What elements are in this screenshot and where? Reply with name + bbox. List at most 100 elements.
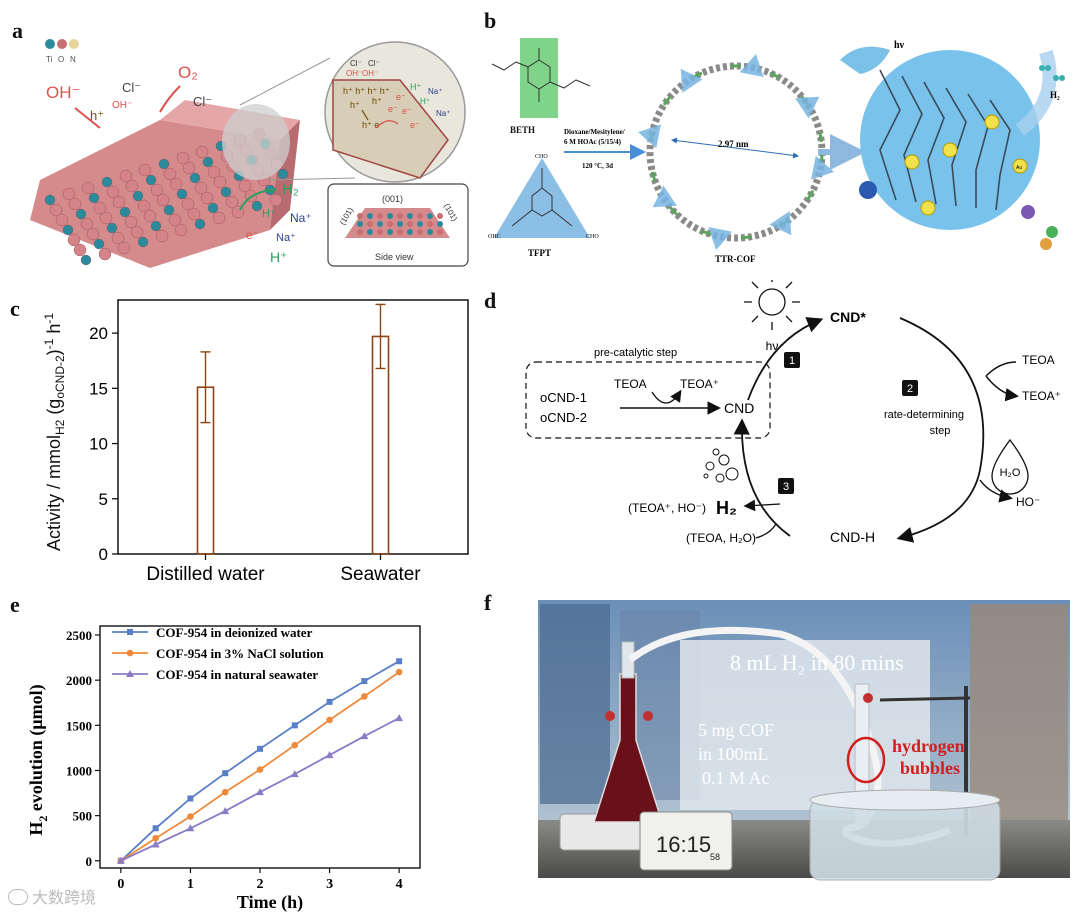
- ti-atom: [278, 169, 288, 179]
- cof-label: TTR-COF: [715, 254, 756, 264]
- side-atom: [407, 213, 413, 219]
- e-point: [396, 658, 402, 664]
- o-atom: [99, 248, 111, 260]
- side-atom: [417, 221, 423, 227]
- side-facet-top: (001): [382, 194, 403, 204]
- water-bath: [810, 800, 1000, 880]
- cnd: CND: [724, 400, 754, 416]
- teoa-out-arrow: [986, 376, 1016, 396]
- o-atom: [113, 196, 125, 208]
- side-atom: [357, 229, 363, 235]
- panel-d-label: d: [484, 288, 496, 314]
- panel-a: a Ti O N OH⁻ h⁺ Cl⁻ OH⁻ Cl⁻ O₂ H₂ H⁺ Na⁺: [0, 0, 480, 280]
- o-atom: [56, 214, 68, 226]
- panel-c: c Activity / mmolH2 (goCND-2)-1 h-1 0510…: [0, 280, 480, 590]
- pre-teoa-plus: TEOA⁺: [680, 377, 719, 391]
- side-atom: [387, 229, 393, 235]
- zoom-e-2: e⁻: [402, 106, 412, 116]
- e-point: [326, 751, 334, 758]
- c-plot-frame: [118, 300, 468, 554]
- ti-atom: [63, 225, 73, 235]
- side-atom: [417, 229, 423, 235]
- side-view-caption: Side view: [375, 252, 414, 262]
- timer-reading: 16:15: [656, 832, 711, 857]
- conditions-line-3: 120 °C, 3d: [582, 162, 613, 170]
- e-point: [187, 813, 194, 820]
- cnd-star: CND*: [830, 309, 866, 325]
- cof-node-triangle: [638, 124, 661, 148]
- ion-na-2: Na⁺: [276, 232, 296, 244]
- zoom-cl: Cl⁻: [350, 59, 362, 68]
- e-xtick-label: 3: [326, 877, 333, 892]
- e-point: [291, 742, 298, 749]
- e-xtick-label: 0: [117, 877, 124, 892]
- ion-h2: H₂: [282, 181, 299, 198]
- e-point: [395, 714, 403, 721]
- e-point: [257, 766, 264, 773]
- side-atom: [437, 213, 443, 219]
- ti-atom: [76, 209, 86, 219]
- conditions-line-2: 6 M HOAc (5/15/4): [564, 138, 622, 146]
- ti-atom: [45, 195, 55, 205]
- zoom-oh: OH⁻: [346, 69, 362, 78]
- ti-atom: [89, 193, 99, 203]
- o-atom: [126, 180, 138, 192]
- ion-na-1: Na⁺: [290, 211, 312, 225]
- side-atom: [357, 221, 363, 227]
- ocnd-1: oCND-1: [540, 390, 587, 405]
- b-h2: H₂: [1050, 90, 1060, 100]
- step-1: 1: [789, 355, 795, 367]
- rate-determining-1: rate-determining: [884, 409, 964, 421]
- o-atom: [188, 208, 200, 220]
- e-point: [152, 835, 159, 842]
- side-atom: [397, 229, 403, 235]
- side-atom: [387, 213, 393, 219]
- e-ytick-label: 2500: [66, 628, 92, 643]
- cof-node-triangle: [740, 54, 764, 77]
- o-atom: [214, 176, 226, 188]
- panel-a-illustration: Ti O N OH⁻ h⁺ Cl⁻ OH⁻ Cl⁻ O₂ H₂ H⁺ Na⁺ e…: [0, 0, 480, 280]
- zoom-circle: Cl⁻ OH⁻ Cl⁻ OH⁻ h⁺ h⁺ h⁺ h⁺ h⁺ h⁺ h⁺ e⁻ …: [325, 42, 465, 182]
- ti-atom: [190, 173, 200, 183]
- ti-atom: [81, 255, 91, 265]
- c-ylabel: Activity / mmolH2 (goCND-2)-1 h-1: [42, 313, 67, 551]
- cof-text-2: in 100mL: [698, 744, 769, 764]
- e-ytick-label: 1500: [66, 718, 92, 733]
- panel-f: f: [480, 590, 1080, 916]
- sun-icon: [744, 280, 800, 330]
- side-atom: [407, 221, 413, 227]
- cof-node-triangle: [770, 211, 792, 235]
- panel-b: b BETH CHO OHC CHO TFPT Dioxane/Mesityle…: [480, 0, 1080, 280]
- o-atom: [131, 226, 143, 238]
- e-point: [361, 693, 368, 700]
- d-teoa: TEOA: [1022, 353, 1055, 367]
- mechanism-diagram: hν CND* 1 2 3 TEOA TEOA⁺ rate-determinin…: [480, 280, 1080, 590]
- ion-hplus-2: H⁺: [270, 249, 288, 265]
- bubbles-text-1: hydrogen: [892, 736, 965, 756]
- e-point: [361, 678, 367, 684]
- bar-chart-c: Activity / mmolH2 (goCND-2)-1 h-1 051015…: [0, 280, 480, 590]
- ti-atom: [107, 223, 117, 233]
- side-atom: [377, 213, 383, 219]
- e-point: [187, 795, 193, 801]
- zoom-oh-2: OH⁻: [362, 69, 378, 78]
- e-legend-marker: [127, 650, 134, 657]
- ti-atom: [138, 237, 148, 247]
- e-point: [292, 722, 298, 728]
- o-atom: [100, 212, 112, 224]
- side-atom: [427, 221, 433, 227]
- legend-n-dot: [69, 39, 79, 49]
- cof-text-1: 5 mg COF: [698, 720, 774, 740]
- pre-teoa-curve: [652, 392, 680, 403]
- zoom-hplus: H⁺: [410, 82, 421, 92]
- o-atom: [196, 146, 208, 158]
- ti-atom: [94, 239, 104, 249]
- panel-d: d hν CND* 1 2 3 TEOA TEOA⁺ rate-determin…: [480, 280, 1080, 590]
- c-ytick-label: 0: [99, 545, 108, 564]
- ion-o2: O₂: [178, 63, 198, 82]
- e-legend-label: COF-954 in natural seawater: [156, 667, 318, 682]
- e-xtick-label: 1: [187, 877, 194, 892]
- ti-atom: [151, 221, 161, 231]
- e-ylabel: H2 evolution (μmol): [26, 684, 50, 835]
- side-atom: [417, 213, 423, 219]
